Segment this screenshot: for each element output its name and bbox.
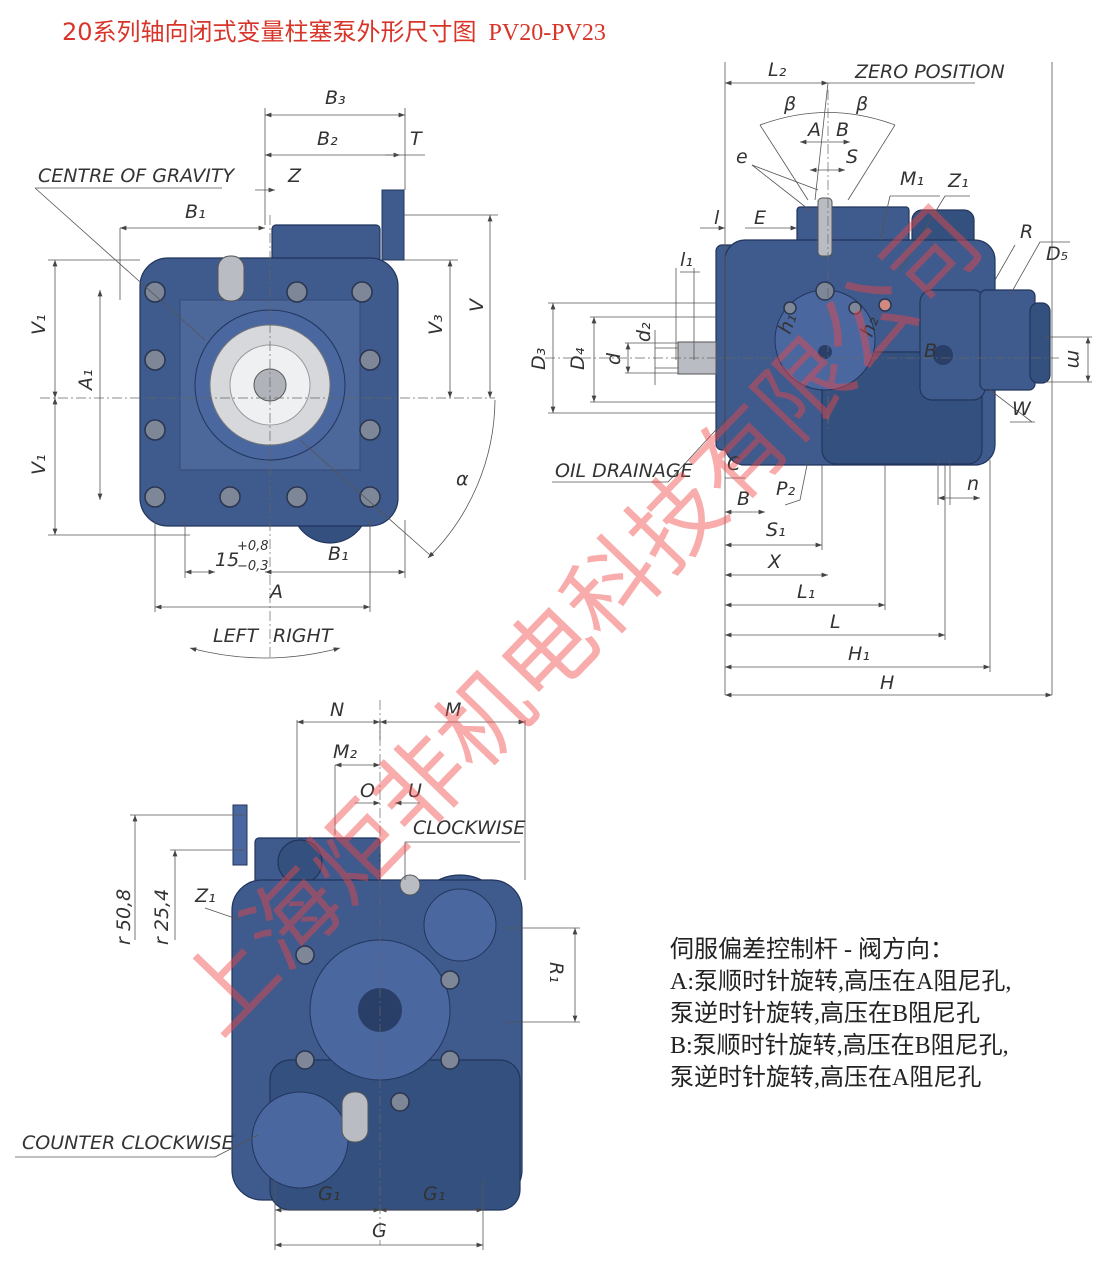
- rear-pump-body: [231, 804, 523, 1211]
- page-title: 20系列轴向闭式变量柱塞泵外形尺寸图 PV20-PV23: [62, 12, 606, 47]
- dim-N: N: [330, 699, 344, 721]
- dim-R1: R₁: [545, 962, 567, 983]
- notes-line: 泵逆时针旋转,高压在B阻尼孔: [670, 1001, 981, 1027]
- label-right: RIGHT: [273, 625, 334, 647]
- dim-P2: P₂: [776, 478, 795, 500]
- dim-l: l: [714, 207, 720, 229]
- valve-direction-notes: 伺服偏差控制杆 - 阀方向： A:泵顺时针旋转,高压在A阻尼孔, 泵逆时针旋转,…: [670, 934, 1011, 1094]
- front-view: CENTRE OF GRAVITY B₃ B₂ T Z B₁ V₁ V₁ A₁ …: [28, 87, 498, 660]
- dim-e: e: [736, 146, 748, 168]
- clockwise-label: CLOCKWISE: [413, 817, 525, 839]
- dim-A-lever: A: [806, 119, 821, 141]
- dim-B1-top: B₁: [185, 201, 206, 223]
- tol-upper: +0,8: [237, 539, 269, 554]
- dim-U: U: [408, 780, 422, 802]
- dim-M: M: [445, 699, 461, 721]
- dim-B2: B₂: [317, 128, 338, 150]
- dim-V1-bottom: V₁: [28, 454, 50, 475]
- dim-S: S: [846, 146, 858, 168]
- dim-C: C: [727, 453, 741, 475]
- counter-clockwise-label: COUNTER CLOCKWISE: [22, 1132, 234, 1154]
- dim-beta-right: β: [855, 93, 868, 115]
- dim-m: m: [1063, 350, 1085, 369]
- dim-M1: M₁: [900, 168, 924, 190]
- dim-G1-right: G₁: [423, 1183, 445, 1205]
- title-text: 20系列轴向闭式变量柱塞泵外形尺寸图: [62, 18, 477, 46]
- title-model: PV20-PV23: [488, 20, 606, 46]
- notes-line: A:泵顺时针旋转,高压在A阻尼孔,: [670, 969, 1012, 995]
- dim-B-lever: B: [836, 119, 849, 141]
- dim-r50-8: r 50,8: [113, 889, 135, 945]
- dim-alpha: α: [456, 468, 469, 490]
- side-pump-body: [677, 197, 1051, 466]
- dim-T: T: [410, 128, 423, 150]
- dim-V: V: [466, 297, 488, 312]
- dim-D5: D₅: [1046, 243, 1068, 265]
- tol-nominal: 15: [215, 549, 239, 571]
- dim-G1-left: G₁: [318, 1183, 340, 1205]
- dim-H1: H₁: [848, 643, 870, 665]
- notes-line: B:泵顺时针旋转,高压在B阻尼孔,: [670, 1033, 1009, 1059]
- dim-L2: L₂: [768, 59, 787, 81]
- oil-drainage-label: OIL DRAINAGE: [555, 460, 693, 482]
- dim-L: L: [830, 611, 841, 633]
- centre-of-gravity-label: CENTRE OF GRAVITY: [38, 165, 235, 187]
- rear-view: N M M₂ O U CLOCKWISE r 50,8 r 25,4 Z₁ R₁…: [15, 699, 580, 1250]
- tol-lower: −0,3: [237, 559, 269, 574]
- dim-L1: L₁: [797, 581, 815, 603]
- dim-D4: D₄: [567, 347, 589, 370]
- notes-line: 泵逆时针旋转,高压在A阻尼孔: [670, 1065, 982, 1091]
- front-bolts: [144, 281, 381, 508]
- dim-d: d: [603, 352, 625, 365]
- dim-S1: S₁: [766, 519, 786, 541]
- dim-l1: l₁: [680, 249, 693, 271]
- dim-beta-left: β: [783, 93, 796, 115]
- dim-r25-4: r 25,4: [151, 889, 173, 945]
- dim-B1-bottom: B₁: [328, 543, 349, 565]
- dim-X: X: [767, 551, 782, 573]
- front-pump-body: [139, 189, 405, 544]
- dim-G: G: [372, 1220, 387, 1242]
- dim-M2: M₂: [333, 741, 357, 763]
- dim-B3: B₃: [325, 87, 346, 109]
- dim-A: A: [268, 581, 283, 603]
- dim-Z1-rear: Z₁: [194, 885, 216, 907]
- dim-O: O: [360, 780, 375, 802]
- dim-A1: A₁: [75, 369, 97, 392]
- dim-V1-top: V₁: [28, 314, 50, 335]
- notes-heading: 伺服偏差控制杆 - 阀方向：: [670, 937, 954, 963]
- dim-E: E: [754, 207, 766, 229]
- dim-V3: V₃: [425, 314, 447, 335]
- dim-Z1: Z₁: [947, 170, 969, 192]
- dim-H: H: [880, 672, 894, 694]
- dim-W: W: [1012, 398, 1032, 420]
- side-view: L₂ ZERO POSITION β β A B e S M₁ Z₁ l E R…: [528, 59, 1092, 698]
- dim-D3: D₃: [528, 348, 550, 370]
- port-B-label: B: [924, 340, 937, 362]
- dim-R: R: [1020, 221, 1033, 243]
- label-left: LEFT: [213, 625, 260, 647]
- dim-B-flange: B: [737, 488, 750, 510]
- dim-Z: Z: [287, 165, 302, 187]
- dim-n: n: [967, 473, 979, 495]
- dim-d2: d₂: [633, 322, 655, 342]
- zero-position-label: ZERO POSITION: [854, 61, 1005, 83]
